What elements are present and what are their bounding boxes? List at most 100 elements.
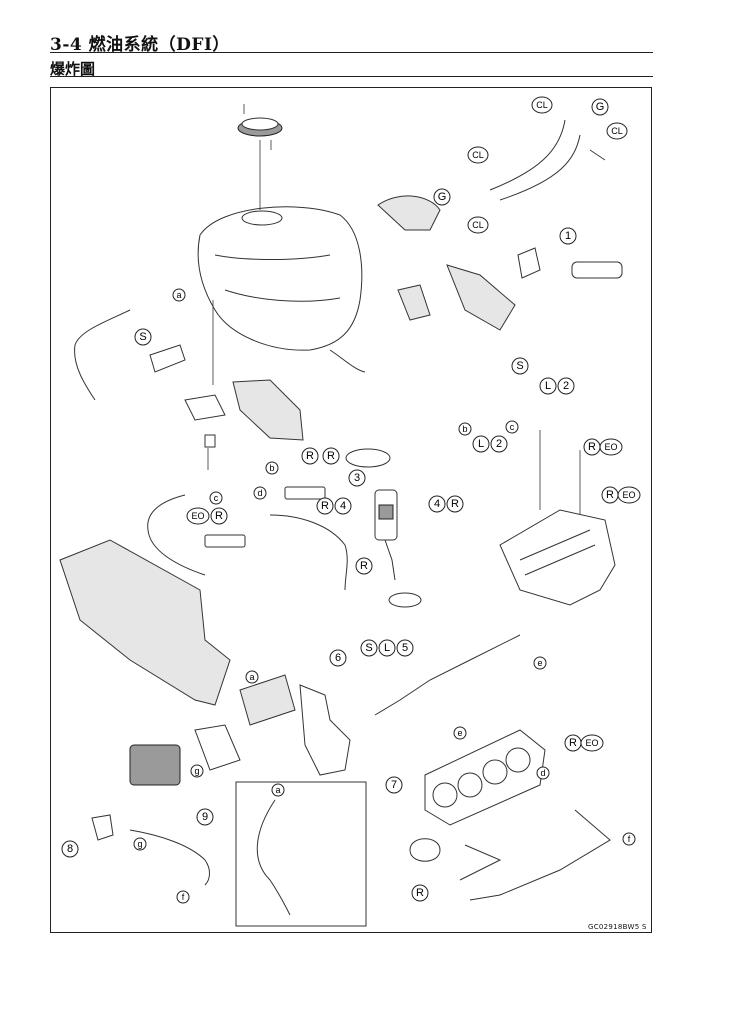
callout-d: d <box>253 486 267 500</box>
svg-text:R: R <box>327 450 335 462</box>
svg-text:R: R <box>588 441 596 453</box>
callout-6: 6 <box>329 649 347 667</box>
callout-g: G <box>591 98 609 116</box>
svg-text:R: R <box>306 450 314 462</box>
svg-text:S: S <box>139 331 146 343</box>
throttle-grip <box>517 247 623 279</box>
bracket-6 <box>299 684 351 776</box>
seat-cover <box>377 195 441 231</box>
svg-text:CL: CL <box>472 150 484 160</box>
callout-r: R <box>355 557 373 575</box>
tank-bracket-pad <box>397 284 431 321</box>
svg-text:g: g <box>137 839 142 849</box>
fuel-tank <box>197 140 366 373</box>
o-ring <box>409 838 441 862</box>
svg-text:a: a <box>275 785 280 795</box>
callout-r: R <box>411 884 429 902</box>
svg-text:c: c <box>510 422 515 432</box>
svg-text:R: R <box>416 887 424 899</box>
svg-text:c: c <box>214 493 219 503</box>
svg-text:1: 1 <box>565 230 571 242</box>
callout-b: b <box>458 422 472 436</box>
callout-4: 4 <box>428 495 446 513</box>
svg-text:b: b <box>269 463 274 473</box>
callout-7: 7 <box>385 776 403 794</box>
callout-d: d <box>536 766 550 780</box>
valve-8 <box>91 814 114 841</box>
callout-5: 5 <box>396 639 414 657</box>
tank-side-pad <box>232 379 304 441</box>
svg-text:R: R <box>321 500 329 512</box>
callout-e: e <box>533 656 547 670</box>
svg-text:2: 2 <box>563 380 569 392</box>
svg-text:R: R <box>451 498 459 510</box>
tank-mount-brackets <box>149 300 226 470</box>
callout-eo: EO <box>186 507 210 525</box>
callout-2: 2 <box>557 377 575 395</box>
callout-cl: CL <box>531 96 553 114</box>
callout-f: f <box>622 832 636 846</box>
svg-text:EO: EO <box>604 442 617 452</box>
callout-eo: EO <box>580 734 604 752</box>
svg-text:EO: EO <box>585 738 598 748</box>
evap-canister <box>129 674 296 786</box>
svg-text:e: e <box>537 658 542 668</box>
callout-c: c <box>505 420 519 434</box>
svg-text:f: f <box>628 834 631 844</box>
callout-r: R <box>446 495 464 513</box>
svg-text:CL: CL <box>536 100 548 110</box>
throttle-cables <box>489 119 606 201</box>
callout-r: R <box>322 447 340 465</box>
callout-s: S <box>511 357 529 375</box>
callout-s: S <box>360 639 378 657</box>
callout-r: R <box>316 497 334 515</box>
breather-hose <box>74 309 131 401</box>
callout-cl: CL <box>606 122 628 140</box>
svg-text:4: 4 <box>340 500 346 512</box>
svg-text:3: 3 <box>354 472 360 484</box>
hose-in-box <box>256 799 291 916</box>
tank-rear-cover <box>446 264 516 331</box>
parts-box-9 <box>235 781 367 927</box>
callout-eo: EO <box>599 438 623 456</box>
callout-l: L <box>539 377 557 395</box>
svg-text:R: R <box>360 560 368 572</box>
svg-text:4: 4 <box>434 498 440 510</box>
svg-text:R: R <box>606 489 614 501</box>
svg-text:g: g <box>194 766 199 776</box>
canister-hose <box>129 829 210 886</box>
fuel-pump <box>345 448 422 608</box>
callout-a: a <box>245 670 259 684</box>
callout-r: R <box>601 486 619 504</box>
section-heading: 爆炸圖 <box>50 60 96 78</box>
callout-r: R <box>564 734 582 752</box>
svg-text:b: b <box>462 424 467 434</box>
svg-text:9: 9 <box>202 811 208 823</box>
callout-r: R <box>210 507 228 525</box>
svg-text:G: G <box>596 101 605 113</box>
callout-e: e <box>453 726 467 740</box>
callout-cl: CL <box>467 146 489 164</box>
fuel-cap <box>237 104 283 150</box>
callout-a: a <box>271 783 285 797</box>
callout-f: f <box>176 890 190 904</box>
air-duct-pad <box>59 539 231 706</box>
vacuum-hoses <box>374 634 611 901</box>
svg-text:R: R <box>215 510 223 522</box>
svg-text:6: 6 <box>335 652 341 664</box>
svg-text:L: L <box>545 380 551 392</box>
callout-l: L <box>378 639 396 657</box>
svg-text:CL: CL <box>611 126 623 136</box>
svg-text:L: L <box>384 642 390 654</box>
callout-2: 2 <box>490 435 508 453</box>
svg-text:a: a <box>249 672 254 682</box>
svg-text:R: R <box>569 737 577 749</box>
svg-text:7: 7 <box>391 779 397 791</box>
page-title: 3-4 燃油系統（DFI） <box>50 35 230 55</box>
callout-g: g <box>133 837 147 851</box>
callout-s: S <box>134 328 152 346</box>
svg-text:L: L <box>478 438 484 450</box>
title-divider <box>50 52 653 53</box>
diagram-frame <box>50 87 652 933</box>
